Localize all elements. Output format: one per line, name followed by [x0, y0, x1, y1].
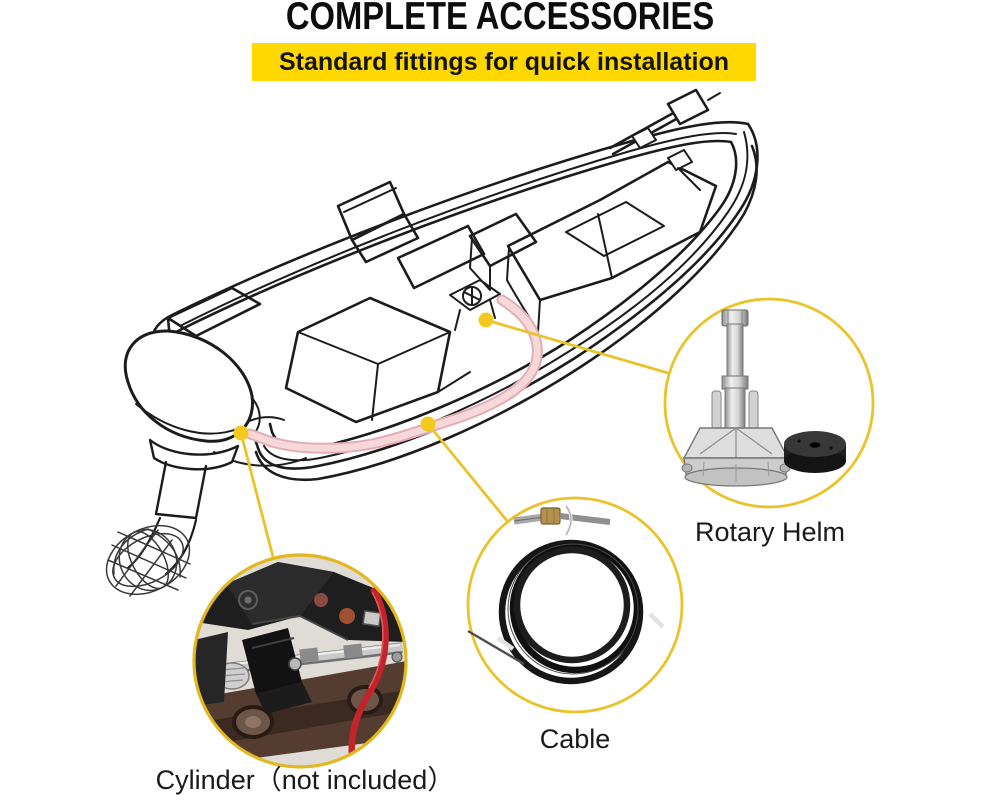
- rotary-helm-callout-circle: [663, 297, 875, 509]
- callout-line-rotary-helm: [485, 318, 669, 375]
- callout-dots: [233, 312, 494, 441]
- callout-connectors: [239, 318, 669, 558]
- callout-dot-rotary-helm: [478, 312, 494, 328]
- callout-dot-cable: [420, 416, 436, 432]
- subtitle-banner: Standard fittings for quick installation: [252, 43, 756, 81]
- callout-line-cable: [426, 423, 510, 523]
- steering-cable: [244, 294, 543, 454]
- page-title: COMPLETE ACCESSORIES: [285, 0, 715, 38]
- cable-label: Cable: [539, 724, 611, 754]
- boat-line-art: [105, 88, 759, 597]
- rotary-helm-label: Rotary Helm: [694, 517, 846, 547]
- cable-illustration: [467, 505, 665, 685]
- rotary-helm-illustration: [681, 309, 846, 487]
- cylinder-photo: [194, 555, 406, 767]
- cylinder-label: Cylinder（not included）: [155, 765, 455, 795]
- callout-line-cylinder: [239, 432, 275, 558]
- callout-dot-cylinder: [233, 425, 249, 441]
- cylinder-callout-circle: [192, 553, 408, 769]
- cable-callout-circle: [466, 496, 684, 714]
